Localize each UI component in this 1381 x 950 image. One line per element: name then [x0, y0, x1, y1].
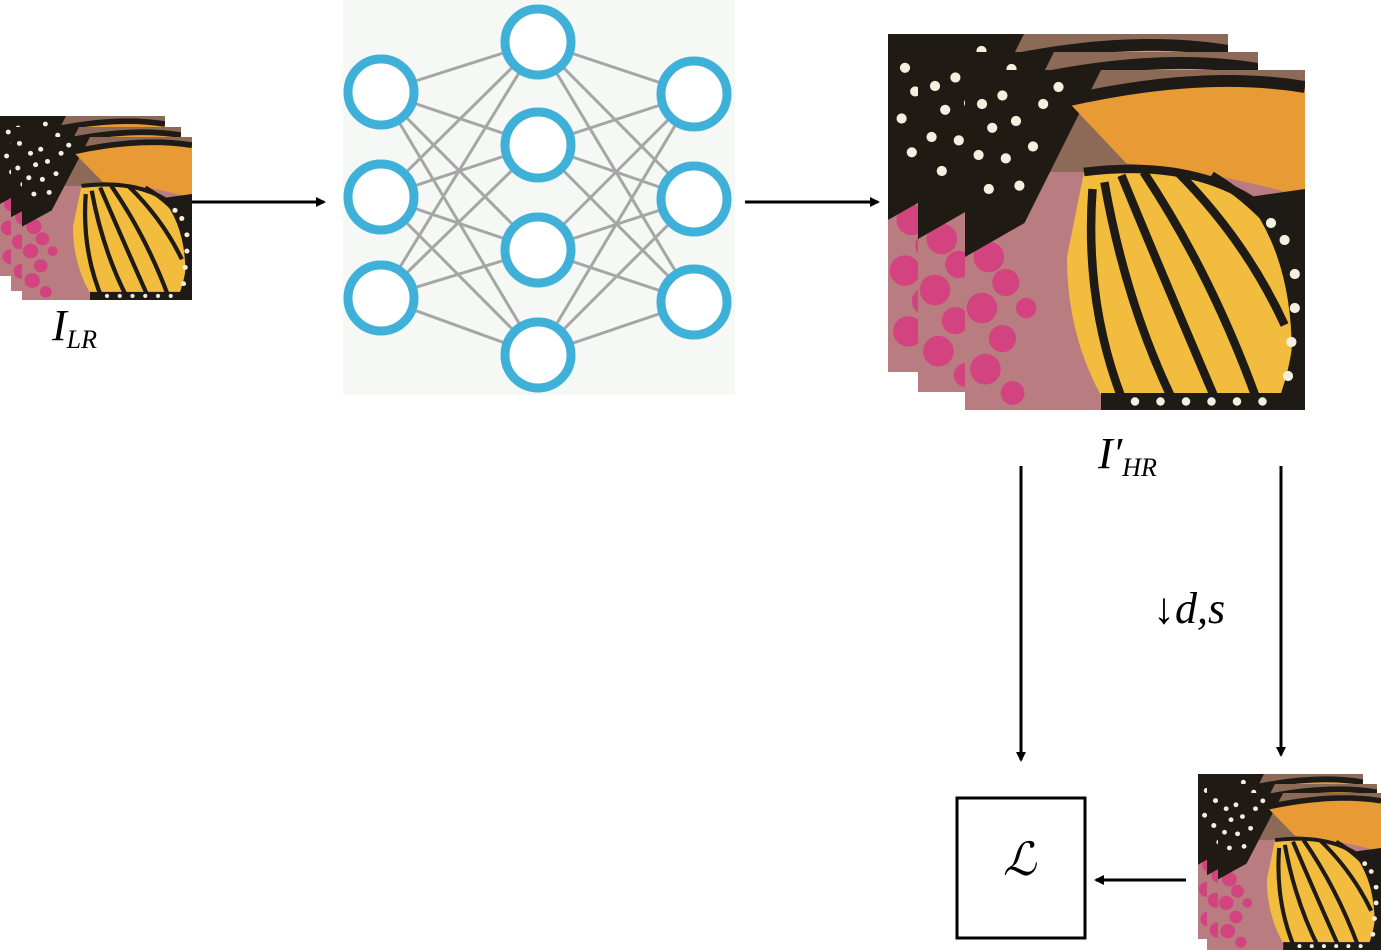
- neuron-node: [500, 212, 576, 288]
- low-res-image-stack: [0, 116, 218, 324]
- neuron-node: [656, 264, 732, 340]
- neuron-node: [656, 161, 732, 237]
- high-res-output-label: I′HR: [1098, 429, 1157, 482]
- loss-box: [955, 796, 1087, 940]
- loss-label: ℒ: [1003, 832, 1037, 886]
- low-res-input-label: ILR: [52, 301, 97, 354]
- high-res-image-stack: [888, 34, 1356, 461]
- network-connection: [536, 93, 696, 356]
- downsampled-image-stack: [1198, 774, 1381, 950]
- neuron-node: [343, 260, 419, 336]
- neuron-node: [500, 317, 576, 393]
- network-connection: [379, 41, 540, 299]
- neural-network-icon: [343, 0, 735, 395]
- neuron-node: [343, 159, 419, 235]
- neuron-node: [656, 56, 732, 132]
- neuron-node: [343, 54, 419, 130]
- neuron-node: [500, 4, 576, 80]
- downsample-label: ↓d,s: [1153, 584, 1226, 633]
- neuron-node: [500, 107, 576, 183]
